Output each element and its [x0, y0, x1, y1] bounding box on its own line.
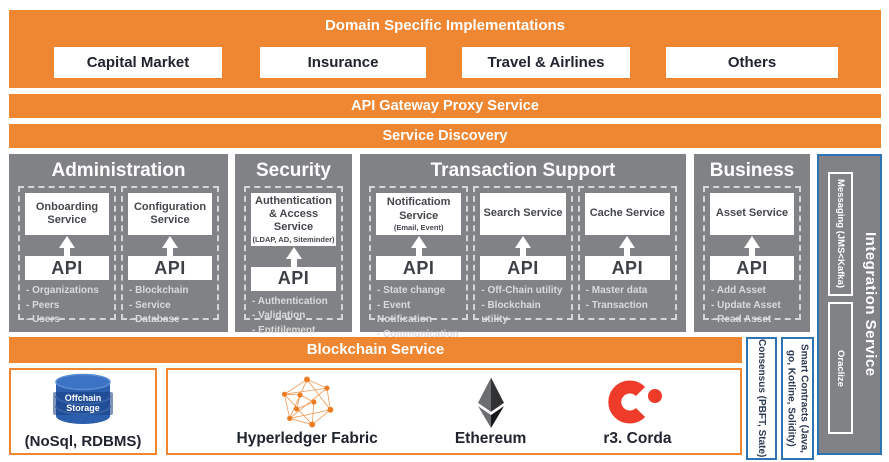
platform-label: r3. Corda	[603, 430, 672, 447]
service-column-onboarding: Onboarding Service API Organizations Pee…	[18, 186, 116, 325]
bullet-item: Blockchain	[129, 284, 211, 299]
database-cylinder-icon: Offchain Storage	[44, 372, 122, 428]
blockchain-platforms-box: Hyperledger Fabric Ethereum r3. Corda	[166, 368, 742, 455]
panel-security: Security Authentication & Access Service…	[235, 154, 352, 336]
service-column-cache: Cache Service API Master data Transactio…	[577, 186, 677, 320]
domain-implementations-band: Domain Specific Implementations Capital …	[9, 10, 881, 88]
cylinder-label: Offchain Storage	[53, 392, 113, 415]
domain-box-insurance[interactable]: Insurance	[260, 47, 426, 78]
bullet-item: Communication	[377, 328, 460, 343]
panel-title: Security	[256, 160, 331, 181]
bullet-item: Update Asset	[711, 299, 793, 314]
api-box: API	[251, 266, 336, 291]
api-box: API	[710, 256, 794, 280]
api-box: API	[480, 256, 566, 280]
service-column-auth: Authentication & Access Service (LDAP, A…	[244, 186, 343, 336]
bullet-item: Master data	[586, 284, 669, 299]
platform-label: Ethereum	[454, 430, 527, 447]
platform-ethereum: Ethereum	[454, 375, 527, 448]
up-arrow-icon	[376, 235, 461, 256]
integration-title: Integration Service	[862, 232, 879, 377]
storage-caption: (NoSql, RDBMS)	[24, 433, 142, 450]
up-arrow-icon	[480, 235, 565, 256]
panel-integration-service: Integration Service Messaging (JMS<Kafka…	[817, 154, 882, 455]
domain-box-travel-airlines[interactable]: Travel & Airlines	[462, 47, 630, 78]
service-box: Authentication & Access Service (LDAP, A…	[251, 193, 336, 246]
service-box: Cache Service	[584, 193, 670, 235]
bullet-list: Master data Transaction	[585, 280, 670, 313]
bullet-item: Service	[129, 299, 211, 314]
api-box: API	[25, 256, 109, 280]
bullet-item: Read Asset	[711, 313, 793, 328]
bullet-item: Organizations	[26, 284, 108, 299]
service-box: Notificatiom Service (Email, Event)	[376, 193, 462, 235]
platform-label: Hyperledger Fabric	[236, 430, 378, 447]
bullet-item: Validation	[252, 309, 335, 324]
service-column-configuration: Configuration Service API Blockchain Ser…	[121, 186, 219, 325]
bullet-item: Blockchain utility	[481, 299, 564, 328]
api-gateway-bar: API Gateway Proxy Service	[9, 94, 881, 118]
up-arrow-icon	[251, 246, 336, 267]
domain-box-others[interactable]: Others	[666, 47, 838, 78]
offchain-storage-box: Offchain Storage (NoSql, RDBMS)	[9, 368, 157, 455]
service-box: Asset Service	[710, 193, 794, 235]
bullet-item: Database	[129, 313, 211, 328]
api-box: API	[128, 256, 212, 280]
platform-hyperledger: Hyperledger Fabric	[237, 375, 378, 448]
messaging-box: Messaging (JMS<Kafka)	[828, 172, 853, 296]
service-column-asset: Asset Service API Add Asset Update Asset…	[703, 186, 801, 325]
bullet-item: Entitilement	[252, 324, 335, 339]
bullet-list: Blockchain Service Database	[128, 280, 212, 328]
bullet-item: Users	[26, 313, 108, 328]
up-arrow-icon	[25, 235, 109, 256]
bullet-item: State change	[377, 284, 460, 299]
platform-corda: r3. Corda	[603, 375, 671, 448]
ethereum-diamond-icon	[471, 375, 511, 429]
domain-box-capital-market[interactable]: Capital Market	[54, 47, 222, 78]
api-box: API	[376, 256, 462, 280]
panel-administration: Administration Onboarding Service API Or…	[9, 154, 228, 332]
panel-title: Administration	[51, 160, 186, 181]
service-subtext: (Email, Event)	[393, 222, 444, 232]
band-title: Domain Specific Implementations	[324, 17, 566, 34]
bullet-list: Add Asset Update Asset Read Asset	[710, 280, 794, 328]
up-arrow-icon	[128, 235, 212, 256]
bullet-list: Organizations Peers Users	[25, 280, 109, 328]
oraclize-box: Oraclize	[828, 302, 853, 434]
service-subtext: (LDAP, AD, Siteminder)	[252, 234, 335, 244]
bullet-item: Off-Chain utility	[481, 284, 564, 299]
bullet-list: Off-Chain utility Blockchain utility	[480, 280, 565, 328]
bullet-item: Add Asset	[711, 284, 793, 299]
panel-title: Business	[709, 160, 795, 181]
bullet-item: Peers	[26, 299, 108, 314]
bullet-list: State change Event Notification Communic…	[376, 280, 461, 342]
bullet-list: Authentication Validation Entitilement	[251, 291, 336, 339]
service-column-search: Search Service API Off-Chain utility Blo…	[473, 186, 573, 325]
up-arrow-icon	[710, 235, 794, 256]
hyperledger-network-icon	[276, 375, 338, 429]
blockchain-service-bar: Blockchain Service	[9, 337, 742, 363]
consensus-box: Consensus (PBFT, State)	[746, 337, 777, 460]
panel-transaction-support: Transaction Support Notificatiom Service…	[360, 154, 686, 340]
bullet-item: Event Notification	[377, 299, 460, 328]
up-arrow-icon	[585, 235, 670, 256]
service-box: Configuration Service	[128, 193, 212, 235]
panel-title: Transaction Support	[430, 160, 616, 181]
service-column-notification: Notificatiom Service (Email, Event) API …	[369, 186, 469, 340]
smart-contracts-box: Smart Contracts (Java, go, Kotline, Soli…	[781, 337, 814, 460]
corda-logo-icon	[608, 375, 666, 429]
panel-business: Business Asset Service API Add Asset Upd…	[694, 154, 810, 332]
bullet-item: Transaction	[586, 299, 669, 314]
service-box: Onboarding Service	[25, 193, 109, 235]
bullet-item: Authentication	[252, 295, 335, 310]
service-discovery-bar: Service Discovery	[9, 124, 881, 148]
api-box: API	[584, 256, 670, 280]
service-box: Search Service	[480, 193, 566, 235]
